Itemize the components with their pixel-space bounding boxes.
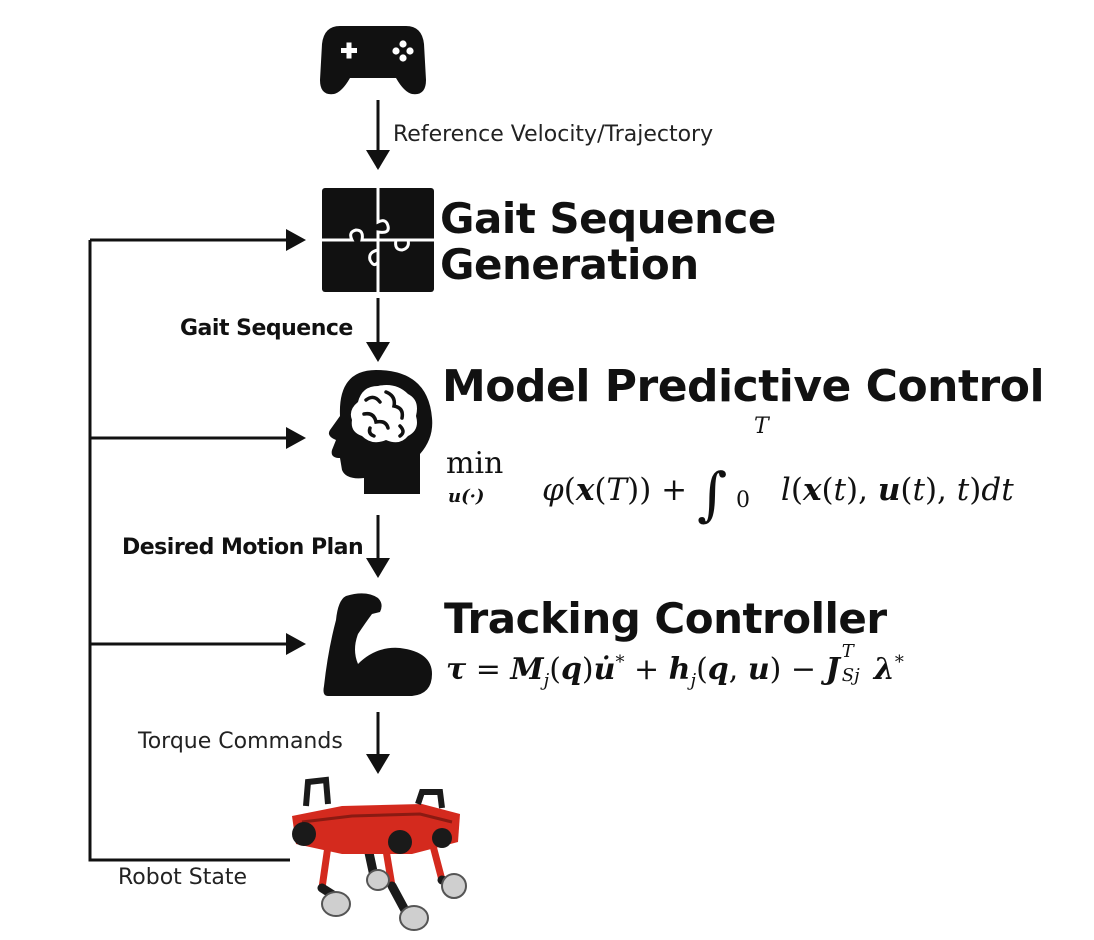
robot-state-label: Robot State: [118, 865, 248, 890]
integral-upper-limit: T: [754, 414, 769, 439]
mpc-formula-min: min: [446, 446, 504, 481]
feedback-loop: [88, 229, 306, 862]
flexed-arm-icon: [323, 593, 432, 696]
arrow-gait-sequence: [366, 298, 390, 362]
mpc-formula-body: φ(x(T)) + ∫ l(x(t), u(t), t)dt: [542, 460, 1014, 528]
mpc-title: Model Predictive Control: [442, 361, 1045, 412]
arrow-desired-motion: [366, 515, 390, 578]
tracking-title: Tracking Controller: [444, 594, 887, 643]
mpc-formula-min-sub: u(·): [448, 486, 485, 507]
brain-head-icon: [328, 370, 433, 494]
torque-commands-label: Torque Commands: [138, 729, 343, 754]
quadruped-robot-icon: [292, 776, 467, 931]
puzzle-icon: [322, 188, 434, 292]
gamepad-icon: [320, 26, 426, 95]
arrow-reference: [366, 100, 390, 170]
integral-lower-limit: 0: [736, 488, 750, 513]
gait-title-line2: Generation: [440, 240, 699, 289]
arrow-torque: [366, 712, 390, 774]
desired-motion-plan-label: Desired Motion Plan: [122, 535, 364, 560]
gait-title-line1: Gait Sequence: [440, 194, 776, 243]
gait-sequence-label: Gait Sequence: [180, 316, 353, 341]
reference-velocity-label: Reference Velocity/Trajectory: [393, 122, 714, 147]
